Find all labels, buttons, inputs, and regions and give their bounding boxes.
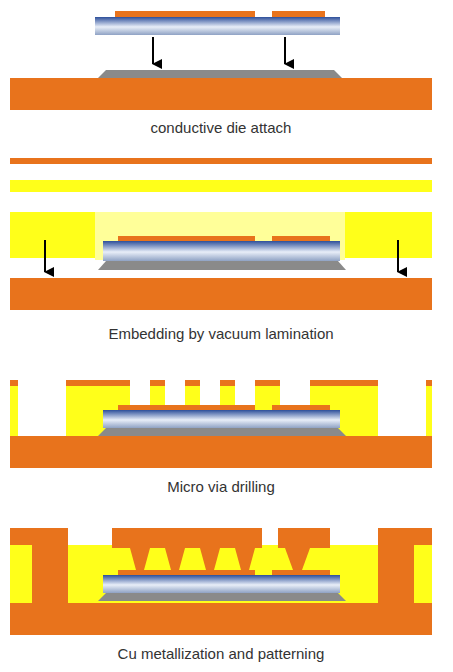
step-caption: Cu metallization and patterning xyxy=(115,645,328,663)
step-caption: Micro via drilling xyxy=(164,478,278,496)
step-caption: conductive die attach xyxy=(148,119,295,137)
step-caption: Embedding by vacuum lamination xyxy=(105,325,336,343)
